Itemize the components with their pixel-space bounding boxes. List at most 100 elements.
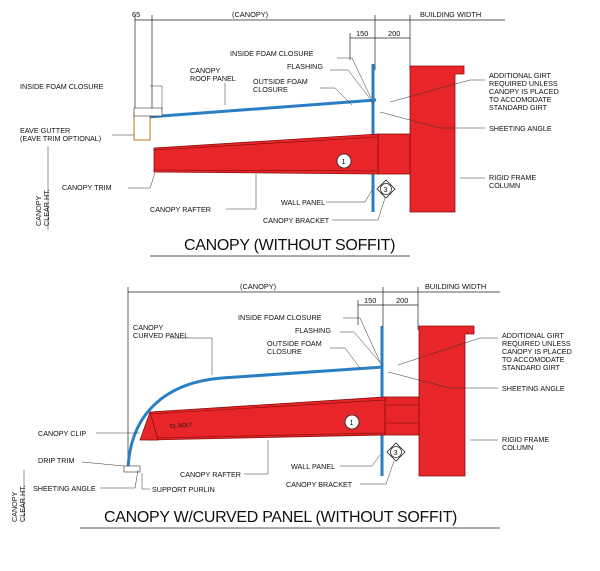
canopy-bracket-bottom [384,396,420,436]
marker-1-label-bottom: 1 [350,418,354,427]
leader-flashing [330,69,375,105]
leader-wall-panel-bottom [340,454,381,467]
label-rigid-frame-bottom-2: COLUMN [502,443,533,452]
leader-inside-foam [337,57,372,99]
leader-canopy-bracket [332,197,386,221]
leader-canopy-bracket-bottom [360,460,395,485]
rafter-flange-line [149,399,386,415]
leader-additional-girt-bottom [397,337,498,366]
rafter-flange-line [149,432,386,439]
rafter-flange-line [153,136,379,151]
label-additional-girt-bottom-4: TO ACCOMODATE [502,355,565,364]
leader-support-purlin [141,473,150,490]
canopy-roof-panel [147,98,377,119]
label-additional-girt-2: REQUIRED UNLESS [489,79,558,88]
rigid-frame-column-bottom [418,325,475,477]
label-additional-girt-bottom-1: ADDITIONAL GIRT [502,331,565,340]
label-canopy-rafter: CANOPY RAFTER [150,205,211,214]
label-support-purlin: SUPPORT PURLIN [152,485,215,494]
dim-65: 65 [132,10,140,19]
label-rigid-frame-2: COLUMN [489,181,520,190]
canopy-rafter [153,133,379,175]
detail-marker-3-circle [380,183,392,195]
leader-additional-girt [389,79,485,103]
marker-3-label-bottom: 3 [394,448,398,457]
leader-outside-foam-bottom [330,347,361,369]
label-eave-gutter-1: EAVE GUTTER [20,126,70,135]
rafter-note: CL BOLT [170,422,193,430]
dim-150: 150 [356,29,368,38]
label-additional-girt-4: TO ACCOMODATE [489,95,552,104]
dim-200: 200 [388,29,400,38]
title-canopy-curved-panel: CANOPY W/CURVED PANEL (WITHOUT SOFFIT) [104,509,457,526]
leader-flashing-bottom [340,331,384,367]
title-canopy-without-soffit: CANOPY (WITHOUT SOFFIT) [184,237,395,254]
label-clear-ht-bottom-2: CLEAR HT. [18,485,27,522]
label-curved-panel-1: CANOPY [133,323,164,332]
detail-marker-1-bottom [344,414,360,430]
dim-150-bottom: 150 [364,296,376,305]
label-canopy-clip: CANOPY CLIP [38,429,86,438]
label-drip-trim: DRIP TRIM [38,456,74,465]
label-additional-girt-bottom-5: STANDARD GIRT [502,363,561,372]
label-inside-foam-closure-left: INSIDE FOAM CLOSURE [20,82,104,91]
detail-marker-1 [336,153,352,169]
label-additional-girt-1: ADDITIONAL GIRT [489,71,552,80]
leader-sheeting-angle-right [387,371,498,389]
leader-canopy-rafter [226,174,257,210]
label-canopy-trim: CANOPY TRIM [62,183,112,192]
dim-canopy-bottom: (CANOPY) [240,282,276,291]
label-wall-panel: WALL PANEL [281,198,325,207]
canopy-bracket [377,133,411,175]
leader-inside-foam-left [150,85,163,110]
label-additional-girt-bottom-3: CANOPY IS PLACED [502,347,572,356]
label-wall-panel-bottom: WALL PANEL [291,462,335,471]
label-sheeting-angle-right: SHEETING ANGLE [502,384,565,393]
drip-trim [123,465,141,473]
leader-inside-foam-bottom [343,317,381,363]
canopy-curved-panel [126,365,384,471]
leader-drip-trim [81,461,125,467]
label-canopy-bracket: CANOPY BRACKET [263,216,330,225]
leader-outside-foam [320,87,353,106]
leader-sheeting-angle-left [100,469,139,489]
label-clear-ht-1: CANOPY [34,195,43,226]
canopy-clip-bottom [139,410,159,441]
leader-canopy-rafter-bottom [244,440,269,475]
leader-canopy-trim [128,172,156,189]
label-flashing-bottom: FLASHING [295,326,331,335]
label-outside-foam-bottom-2: CLOSURE [267,347,302,356]
label-canopy-roof-panel-2: ROOF PANEL [190,74,236,83]
dim-200-bottom: 200 [396,296,408,305]
label-outside-foam-closure-1: OUTSIDE FOAM [253,77,308,86]
label-additional-girt-3: CANOPY IS PLACED [489,87,559,96]
label-outside-foam-closure-2: CLOSURE [253,85,288,94]
label-canopy-roof-panel-1: CANOPY [190,66,221,75]
label-clear-ht-2: CLEAR HT. [42,189,51,226]
leader-curved-panel [170,337,213,375]
label-outside-foam-bottom-1: OUTSIDE FOAM [267,339,322,348]
rafter-flange-line [153,169,379,172]
building-width-bottom: BUILDING WIDTH [425,282,486,291]
label-sheeting-angle: SHEETING ANGLE [489,124,552,133]
detail-marker-3-circle-bottom [390,446,402,458]
label-canopy-bracket-bottom: CANOPY BRACKET [286,480,353,489]
label-clear-ht-bottom-1: CANOPY [10,491,19,522]
marker-3-label: 3 [384,185,388,194]
label-sheeting-angle-left: SHEETING ANGLE [33,484,96,493]
label-rigid-frame-bottom-1: RIGID FRAME [502,435,549,444]
inside-foam-closure-left [133,107,163,117]
label-additional-girt-5: STANDARD GIRT [489,103,548,112]
label-flashing: FLASHING [287,62,323,71]
label-inside-foam-closure-right: INSIDE FOAM CLOSURE [230,49,314,58]
dim-canopy: (CANOPY) [232,10,268,19]
label-additional-girt-bottom-2: REQUIRED UNLESS [502,339,571,348]
top-detail: 65 (CANOPY) BUILDING WIDTH 150 200 1 3 [20,10,559,257]
building-width: BUILDING WIDTH [420,10,481,19]
label-inside-foam-closure-bottom: INSIDE FOAM CLOSURE [238,313,322,322]
label-canopy-rafter-bottom: CANOPY RAFTER [180,470,241,479]
rigid-frame-column [409,65,465,213]
marker-1-label: 1 [342,157,346,166]
